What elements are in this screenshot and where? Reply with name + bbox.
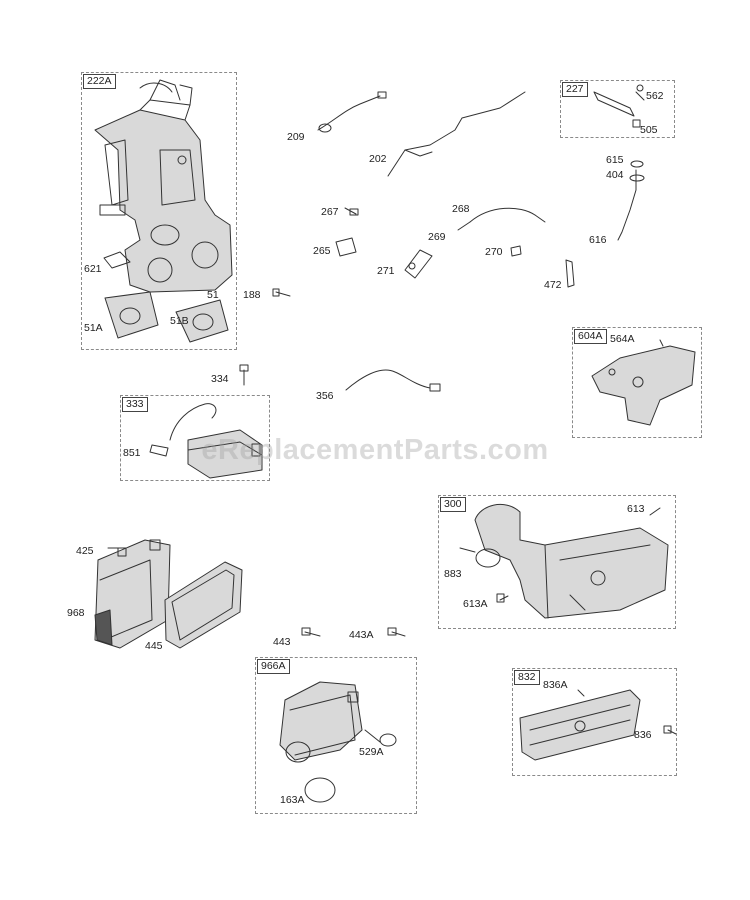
callout-label: 188 bbox=[243, 289, 261, 301]
group-tag: 966A bbox=[257, 659, 290, 674]
callout-label: 562 bbox=[646, 90, 664, 102]
air-cleaner-drawing bbox=[94, 539, 243, 649]
muffler-guard-drawing bbox=[519, 689, 677, 761]
callout-label: 269 bbox=[428, 231, 446, 243]
callout-label: 270 bbox=[485, 246, 503, 258]
muffler-drawing bbox=[459, 503, 669, 619]
group-tag: 333 bbox=[122, 397, 148, 412]
group-tag: 832 bbox=[514, 670, 540, 685]
callout-label: 425 bbox=[76, 545, 94, 557]
callout-label: 616 bbox=[589, 234, 607, 246]
group-box-222a: 222A bbox=[81, 72, 237, 350]
callout-label: 404 bbox=[606, 169, 624, 181]
callout-label: 202 bbox=[369, 153, 387, 165]
group-tag: 222A bbox=[83, 74, 116, 89]
governor-lever-drawing bbox=[593, 84, 645, 128]
callout-label: 968 bbox=[67, 607, 85, 619]
callout-label: 621 bbox=[84, 263, 102, 275]
group-box-300: 300 bbox=[438, 495, 676, 629]
callout-label: 564A bbox=[610, 333, 635, 345]
ignition-coil-drawing bbox=[149, 403, 263, 479]
callout-label: 163A bbox=[280, 794, 305, 806]
group-box-966a: 966A bbox=[255, 657, 417, 814]
callout-label: 334 bbox=[211, 373, 229, 385]
callout-label: 613A bbox=[463, 598, 488, 610]
callout-label: 613 bbox=[627, 503, 645, 515]
callout-label: 209 bbox=[287, 131, 305, 143]
linkage-drawings bbox=[239, 91, 645, 392]
callout-label: 836A bbox=[543, 679, 568, 691]
callout-label: 51 bbox=[207, 289, 219, 301]
carburetor-drawing bbox=[94, 79, 233, 343]
callout-label: 472 bbox=[544, 279, 562, 291]
callout-label: 836 bbox=[634, 729, 652, 741]
callout-label: 505 bbox=[640, 124, 658, 136]
callout-label: 268 bbox=[452, 203, 470, 215]
callout-label: 356 bbox=[316, 390, 334, 402]
group-tag: 300 bbox=[440, 497, 466, 512]
group-tag: 604A bbox=[574, 329, 607, 344]
callout-label: 883 bbox=[444, 568, 462, 580]
callout-label: 265 bbox=[313, 245, 331, 257]
callout-label: 443 bbox=[273, 636, 291, 648]
group-tag: 227 bbox=[562, 82, 588, 97]
group-box-333: 333 bbox=[120, 395, 270, 481]
callout-label: 445 bbox=[145, 640, 163, 652]
group-box-227: 227 bbox=[560, 80, 675, 138]
callout-label: 443A bbox=[349, 629, 374, 641]
group-box-604a: 604A bbox=[572, 327, 702, 438]
callout-label: 51A bbox=[84, 322, 103, 334]
callout-label: 529A bbox=[359, 746, 384, 758]
group-box-832: 832 bbox=[512, 668, 677, 776]
callout-label: 271 bbox=[377, 265, 395, 277]
shroud-drawing bbox=[591, 339, 696, 426]
callout-label: 615 bbox=[606, 154, 624, 166]
air-cleaner-base-drawing bbox=[279, 627, 406, 803]
callout-label: 51B bbox=[170, 315, 189, 327]
callout-label: 851 bbox=[123, 447, 141, 459]
callout-label: 267 bbox=[321, 206, 339, 218]
